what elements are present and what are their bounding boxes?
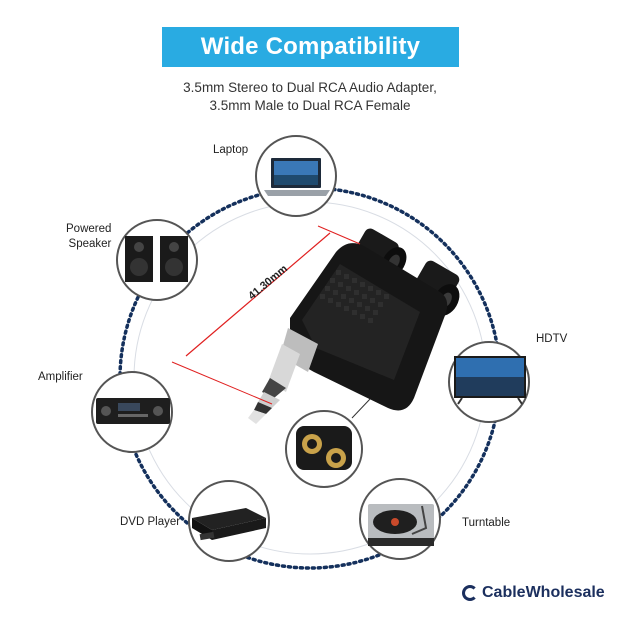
brand-logo: CableWholesale — [462, 584, 605, 602]
amplifier-label: Amplifier — [38, 371, 83, 383]
laptop-label: Laptop — [213, 144, 249, 156]
page-title: Wide Compatibility — [200, 33, 421, 60]
dvd-player-label: DVD Player — [120, 516, 181, 528]
subtitle-line-1: 3.5mm Stereo to Dual RCA Audio Adapter, — [183, 80, 437, 95]
powered-speaker-device — [116, 219, 198, 301]
subtitle-line-2: 3.5mm Male to Dual RCA Female — [209, 98, 411, 113]
powered-speaker-label-line2: Speaker — [68, 238, 112, 250]
title-banner: Wide Compatibility — [162, 27, 459, 67]
powered-speaker-label: Powered Speaker — [66, 222, 111, 252]
turntable-label: Turntable — [462, 517, 511, 529]
turntable-device — [359, 478, 441, 560]
hdtv-device — [448, 341, 530, 423]
amplifier-device — [91, 371, 173, 453]
powered-speaker-label-line1: Powered — [66, 223, 112, 235]
adapter-product-image — [248, 228, 460, 424]
brand-name: CableWholesale — [482, 584, 605, 601]
hdtv-label: HDTV — [536, 333, 568, 345]
dimension-label: 41.30mm — [246, 263, 290, 303]
cablewholesale-logo-icon — [462, 585, 478, 601]
laptop-device — [255, 135, 337, 217]
dvd-player-device — [188, 480, 270, 562]
rca-inset-image — [285, 410, 363, 488]
